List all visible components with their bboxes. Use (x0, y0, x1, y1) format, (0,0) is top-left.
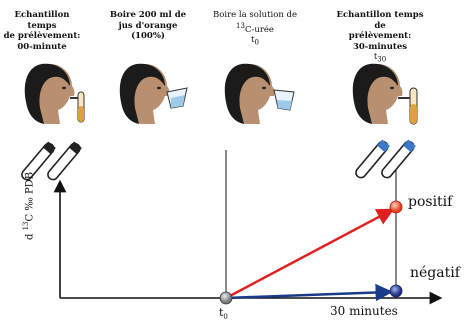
step-1-line1: Echantillon temps (14, 10, 70, 31)
positive-label: positif (408, 194, 453, 210)
step-3-line3-sub: 0 (254, 38, 259, 47)
person-drinking-figure-3 (224, 63, 295, 124)
step-1-line3: 00-minute (17, 41, 67, 52)
step-2-line3: (100%) (131, 31, 165, 41)
person-blowing-figure-4 (352, 63, 418, 125)
origin-point (219, 291, 233, 305)
y-axis-label-d: d (24, 230, 36, 240)
step-1-line2: de prélèvement: (3, 31, 81, 41)
step-3-line2: 13C-urée (210, 21, 300, 35)
origin-label: t0 (219, 306, 228, 321)
sample-tubes-right-icon (355, 139, 416, 179)
step-3-line2-text: C-urée (244, 24, 274, 35)
step-2-line2: jus d'orange (118, 20, 178, 31)
negative-label: négatif (410, 265, 460, 281)
step-2-caption: Boire 200 ml de jus d'orange (100%) (108, 10, 188, 42)
negative-arrow (225, 283, 393, 302)
positive-point (389, 200, 403, 214)
step-3-line3-text: t (251, 34, 255, 45)
y-axis-label-sup: 13 (22, 221, 30, 231)
y-axis-label: d 13C ‰ PDB (22, 172, 35, 240)
step-4-line3: 30-minutes (352, 41, 408, 52)
origin-label-text: t (219, 306, 224, 319)
person-drinking-figure-2 (119, 63, 188, 124)
step-3-caption: Boire la solution de 13C-urée t0 (210, 10, 300, 48)
step-2-line1: Boire 200 ml de (109, 10, 187, 20)
step-4-line1: Echantillon temps de (336, 10, 424, 31)
x-axis-label: 30 minutes (330, 304, 398, 318)
step-3-line2-sup: 13 (236, 21, 245, 30)
step-1-caption: Echantillon temps de prélèvement: 00-min… (2, 10, 82, 52)
step-4-line4-text: t (373, 52, 378, 62)
origin-label-sub: 0 (223, 313, 228, 321)
step-4-caption: Echantillon temps de prélèvement: 30-min… (332, 10, 428, 65)
step-3-line3: t0 (210, 35, 300, 48)
person-blowing-figure-1 (24, 63, 85, 124)
y-axis-label-rest: C ‰ PDB (24, 171, 36, 222)
step-3-line1: Boire la solution de (213, 10, 297, 20)
step-4-line2: prélèvement: (348, 31, 412, 41)
sample-tubes-left-icon (21, 141, 82, 181)
negative-point (389, 284, 403, 298)
step-4-line4-sub: 30 (377, 55, 387, 64)
step-4-line4: t30 (332, 52, 428, 65)
positive-arrow (225, 208, 395, 300)
